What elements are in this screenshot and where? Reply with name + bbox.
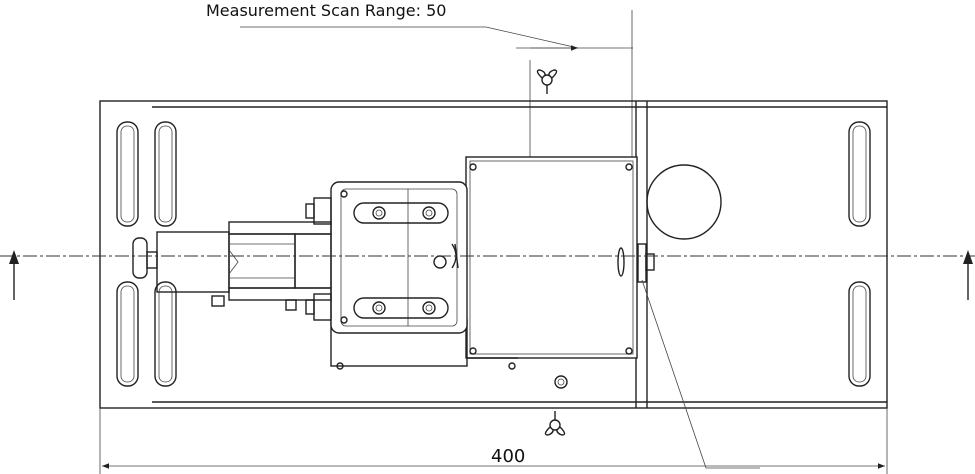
- cylinder-disc: [646, 164, 722, 240]
- width-dimension-label: 400: [491, 446, 525, 467]
- section-arrow-right: [963, 250, 973, 300]
- section-arrow-left: [9, 250, 19, 300]
- mounting-slot: [154, 281, 177, 387]
- base-bolt: [554, 375, 568, 389]
- wing-nut-top: [536, 69, 558, 94]
- adjustment-slot: [353, 202, 449, 224]
- actuator-arm: [156, 221, 332, 311]
- mounting-slot: [154, 121, 177, 227]
- carriage-side-bolts: [305, 197, 332, 321]
- component-leader: [641, 279, 707, 469]
- mounting-slot: [116, 281, 139, 387]
- wing-nut-bottom: [544, 411, 566, 436]
- sensor-housing: [465, 156, 638, 359]
- mounting-slot: [848, 281, 871, 387]
- scan-range-label: Measurement Scan Range: 50: [206, 1, 446, 20]
- carriage-block: [330, 181, 518, 370]
- adjustment-slot: [353, 297, 449, 319]
- width-dimension-line: [99, 408, 888, 474]
- mounting-slot: [116, 121, 139, 227]
- mounting-slot: [848, 121, 871, 227]
- right-clamp: [617, 243, 655, 283]
- adjustment-knob: [132, 237, 158, 279]
